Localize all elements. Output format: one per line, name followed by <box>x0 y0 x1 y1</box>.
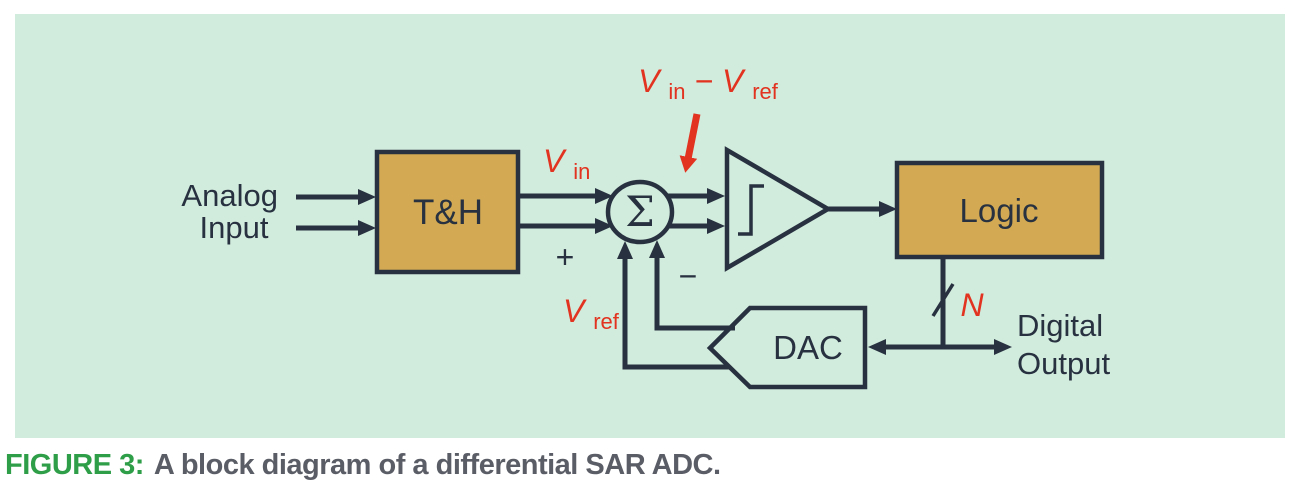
comparator-step-icon <box>738 184 764 236</box>
logic-label: Logic <box>960 192 1039 229</box>
figure-caption-number: FIGURE 3: <box>5 449 144 481</box>
logic-block <box>894 160 1105 260</box>
track-and-hold-block <box>374 149 521 275</box>
dac-label: DAC <box>773 329 843 366</box>
vin-minus-vref-pointer-arrow <box>679 113 701 173</box>
vin-minus-vref-label: V in − V ref <box>638 63 779 106</box>
dac-block <box>706 305 868 390</box>
summer-plus-sign: + <box>556 239 575 275</box>
figure-caption: FIGURE 3: A block diagram of a differenti… <box>5 448 1300 483</box>
digital-output-label: Digital Output <box>1017 308 1112 381</box>
vin-label: V in <box>543 143 590 184</box>
comparator-block <box>724 146 833 272</box>
track-and-hold-label: T&H <box>413 193 483 232</box>
analog-input-label: Analog Input <box>181 178 286 245</box>
sigma-symbol: Σ <box>625 187 655 236</box>
figure-caption-text: A block diagram of a differential SAR AD… <box>153 449 721 481</box>
dac-feedback-arrow-left <box>617 241 729 370</box>
vref-label: V ref <box>563 293 620 334</box>
dac-feedback-arrow-right <box>649 240 735 331</box>
summer-minus-sign: − <box>679 258 698 294</box>
bus-width-label: N <box>960 287 984 323</box>
summing-junction <box>605 179 675 245</box>
bus-width-slash <box>931 283 955 317</box>
